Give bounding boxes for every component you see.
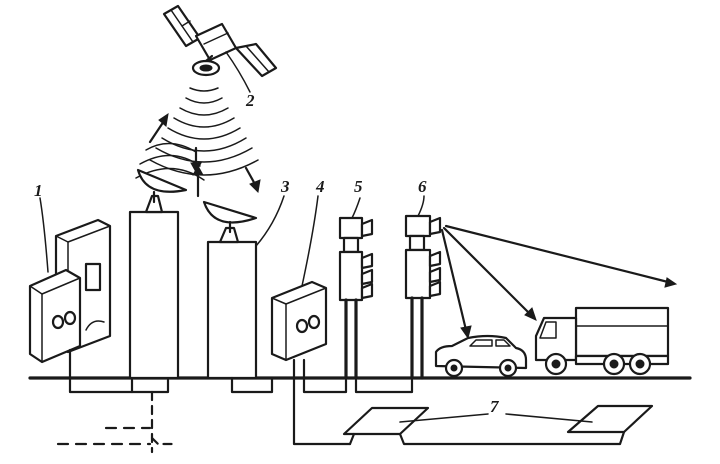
underground-cables (56, 348, 414, 454)
label-7: 7 (490, 397, 500, 416)
label-4: 4 (315, 177, 325, 196)
signal-arrows (148, 112, 261, 198)
car-icon (434, 334, 528, 378)
label-5: 5 (354, 177, 363, 196)
label-6: 6 (418, 177, 427, 196)
traffic-light-icon (338, 216, 374, 380)
satellite-icon (162, 4, 278, 78)
traffic-controller-cabinet (270, 280, 328, 362)
label-3: 3 (280, 177, 290, 196)
left-tower-with-dish (128, 168, 188, 380)
control-center-building (202, 200, 258, 380)
satellite-radio-waves (149, 87, 259, 176)
label-2: 2 (245, 91, 255, 110)
roadside-cabinet-icon (28, 218, 112, 364)
traffic-light-icon (404, 214, 442, 380)
truck-icon (534, 306, 670, 376)
loop-detector-icon (342, 404, 654, 446)
label-1: 1 (34, 181, 43, 200)
detection-rays (440, 224, 678, 340)
